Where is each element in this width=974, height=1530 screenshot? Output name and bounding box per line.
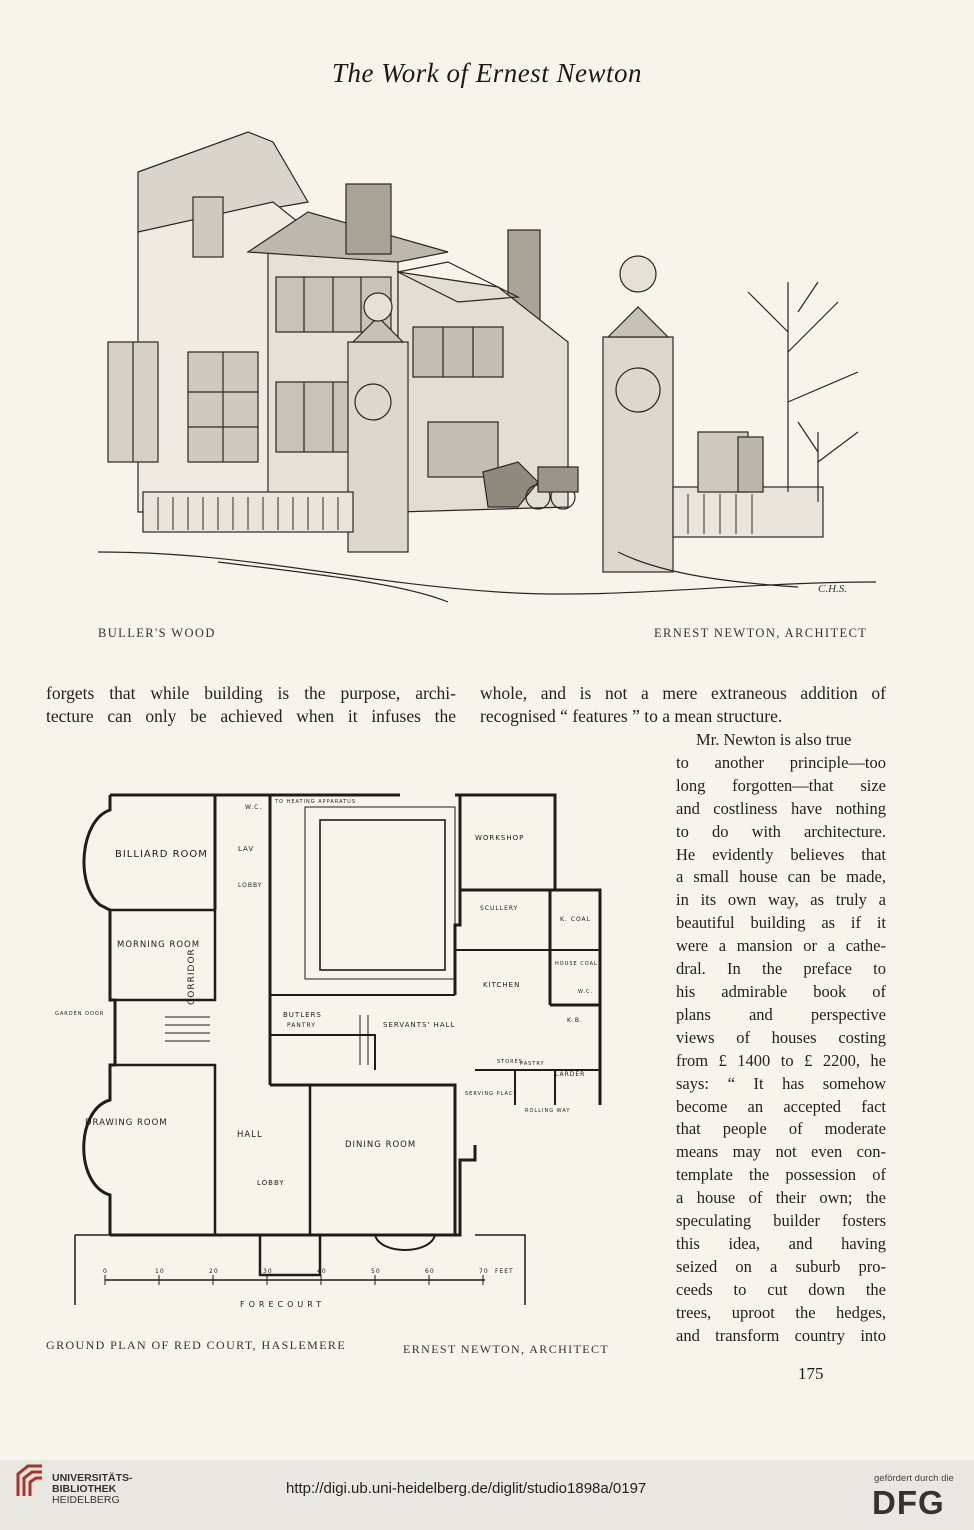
text-line: in its own way, as truly a (676, 890, 886, 910)
digitization-url-link[interactable]: http://digi.ub.uni-heidelberg.de/diglit/… (286, 1480, 647, 1497)
left-column-text: forgets that while building is the purpo… (46, 682, 456, 728)
illustration-caption-left: BULLER'S WOOD (98, 626, 216, 640)
text-line: seized on a suburb pro- (676, 1256, 886, 1276)
text-line: forgets that while building is the purpo… (46, 683, 456, 703)
text-line: dral. In the preface to (676, 959, 886, 979)
plan-caption-right: ERNEST NEWTON, ARCHITECT (403, 1342, 610, 1356)
room-label: GARDEN DOOR (55, 1011, 104, 1017)
red-court-ground-plan: BILLIARD ROOM MORNING ROOM DRAWING ROOM … (55, 793, 602, 1309)
scale-tick-label: 60 (425, 1268, 435, 1275)
room-label: CORRIDOR (187, 948, 197, 1005)
text-line: a small house can be made, (676, 867, 886, 887)
room-label: PANTRY (287, 1022, 316, 1029)
room-label: ROLLING WAY (525, 1108, 570, 1114)
text-line: were a mansion or a cathe- (676, 936, 886, 956)
text-line: recognised “ features ” to a mean struct… (480, 706, 783, 726)
room-label: BUTLERS (283, 1011, 322, 1019)
digitization-footer: UNIVERSITÄTS- BIBLIOTHEK HEIDELBERG http… (0, 1460, 974, 1530)
room-label: K.B. (567, 1017, 583, 1024)
room-label: MORNING ROOM (117, 940, 200, 950)
text-line: a house of their own; the (676, 1188, 886, 1208)
text-line: Mr. Newton is also true (696, 730, 852, 749)
scale-tick-label: 10 (155, 1268, 165, 1275)
text-line: plans and perspective (676, 1004, 886, 1024)
scale-tick-label: 0 (103, 1268, 108, 1275)
text-line: tecture can only be achieved when it inf… (46, 706, 456, 726)
text-line: beautiful building as if it (676, 913, 886, 933)
room-label: PASTRY (520, 1061, 545, 1067)
room-label: W.C. (245, 804, 262, 811)
scale-unit-label: FEET (495, 1268, 514, 1275)
room-label: SERVANTS' HALL (383, 1021, 455, 1029)
scale-tick-label: 70 (479, 1268, 489, 1275)
room-label: HALL (237, 1130, 263, 1140)
scale-tick-label: 20 (209, 1268, 219, 1275)
room-label: BILLIARD ROOM (115, 849, 208, 860)
text-line: from £ 1400 to £ 2200, he (676, 1050, 886, 1070)
text-line: He evidently believes that (676, 844, 886, 864)
room-label: TO HEATING APPARATUS (274, 799, 356, 805)
scale-tick-label: 50 (371, 1268, 381, 1275)
room-label: SCULLERY (480, 905, 518, 912)
room-label: SERVING PLACE (465, 1091, 518, 1097)
bullers-wood-illustration: C.H.S. (98, 131, 876, 603)
right-narrow-column-text: Mr. Newton is also true to another princ… (676, 729, 886, 1347)
text-line: become an accepted fact (676, 1096, 886, 1116)
running-title: The Work of Ernest Newton (331, 58, 642, 88)
book-page: The Work of Ernest Newton (46, 58, 886, 1383)
room-label: LAV (238, 845, 254, 853)
room-label: FORECOURT (240, 1300, 325, 1309)
room-label: DINING ROOM (345, 1140, 416, 1150)
room-label: WORKSHOP (475, 834, 524, 842)
room-label: DRAWING ROOM (85, 1118, 168, 1128)
university-library-name: UNIVERSITÄTS- BIBLIOTHEK HEIDELBERG (52, 1473, 133, 1506)
scale-tick-label: 40 (317, 1268, 327, 1275)
room-label: K. COAL (560, 916, 591, 923)
room-label: HOUSE COAL (555, 961, 598, 967)
right-column-top-text: whole, and is not a mere extraneous addi… (480, 682, 886, 728)
room-label: STORES (497, 1059, 523, 1065)
text-line: this idea, and having (676, 1233, 886, 1253)
text-line: template the possession of (676, 1165, 886, 1185)
text-line: to another principle—too (676, 752, 886, 772)
text-line: trees, uproot the hedges, (676, 1302, 886, 1322)
text-line: to do with architecture. (676, 821, 886, 841)
text-line: says: “ It has somehow (676, 1073, 886, 1093)
text-line: speculating builder fosters (676, 1211, 886, 1231)
dfg-funding-note: gefördert durch die (874, 1473, 954, 1484)
artist-signature: C.H.S. (818, 583, 847, 595)
dfg-logo: DFG (872, 1484, 945, 1521)
university-library-logo-icon (16, 1464, 42, 1496)
text-line: means may not even con- (676, 1142, 886, 1162)
text-line: views of houses costing (676, 1027, 886, 1047)
text-line: long forgotten—that size (676, 775, 886, 795)
room-label: LOBBY (238, 882, 262, 889)
plan-caption-left: GROUND PLAN OF RED COURT, HASLEMERE (46, 1338, 347, 1352)
room-label: LOBBY (257, 1179, 285, 1187)
text-line: and transform country into (676, 1325, 886, 1345)
room-label: KITCHEN (483, 981, 520, 989)
text-line: that people of moderate (676, 1119, 886, 1139)
room-label: W.C. (578, 989, 593, 995)
illustration-caption-right: ERNEST NEWTON, ARCHITECT (654, 626, 868, 640)
text-line: whole, and is not a mere extraneous addi… (480, 683, 886, 703)
text-line: and costliness have nothing (676, 798, 886, 818)
text-line: ceeds to cut down the (676, 1279, 886, 1299)
library-name-line: BIBLIOTHEK (52, 1483, 117, 1495)
text-line: his admirable book of (676, 981, 886, 1001)
library-name-line: UNIVERSITÄTS- (52, 1472, 133, 1484)
page-number: 175 (798, 1364, 824, 1383)
library-name-line: HEIDELBERG (52, 1494, 120, 1506)
scale-tick-label: 30 (263, 1268, 273, 1275)
room-label: LARDER (555, 1071, 585, 1078)
